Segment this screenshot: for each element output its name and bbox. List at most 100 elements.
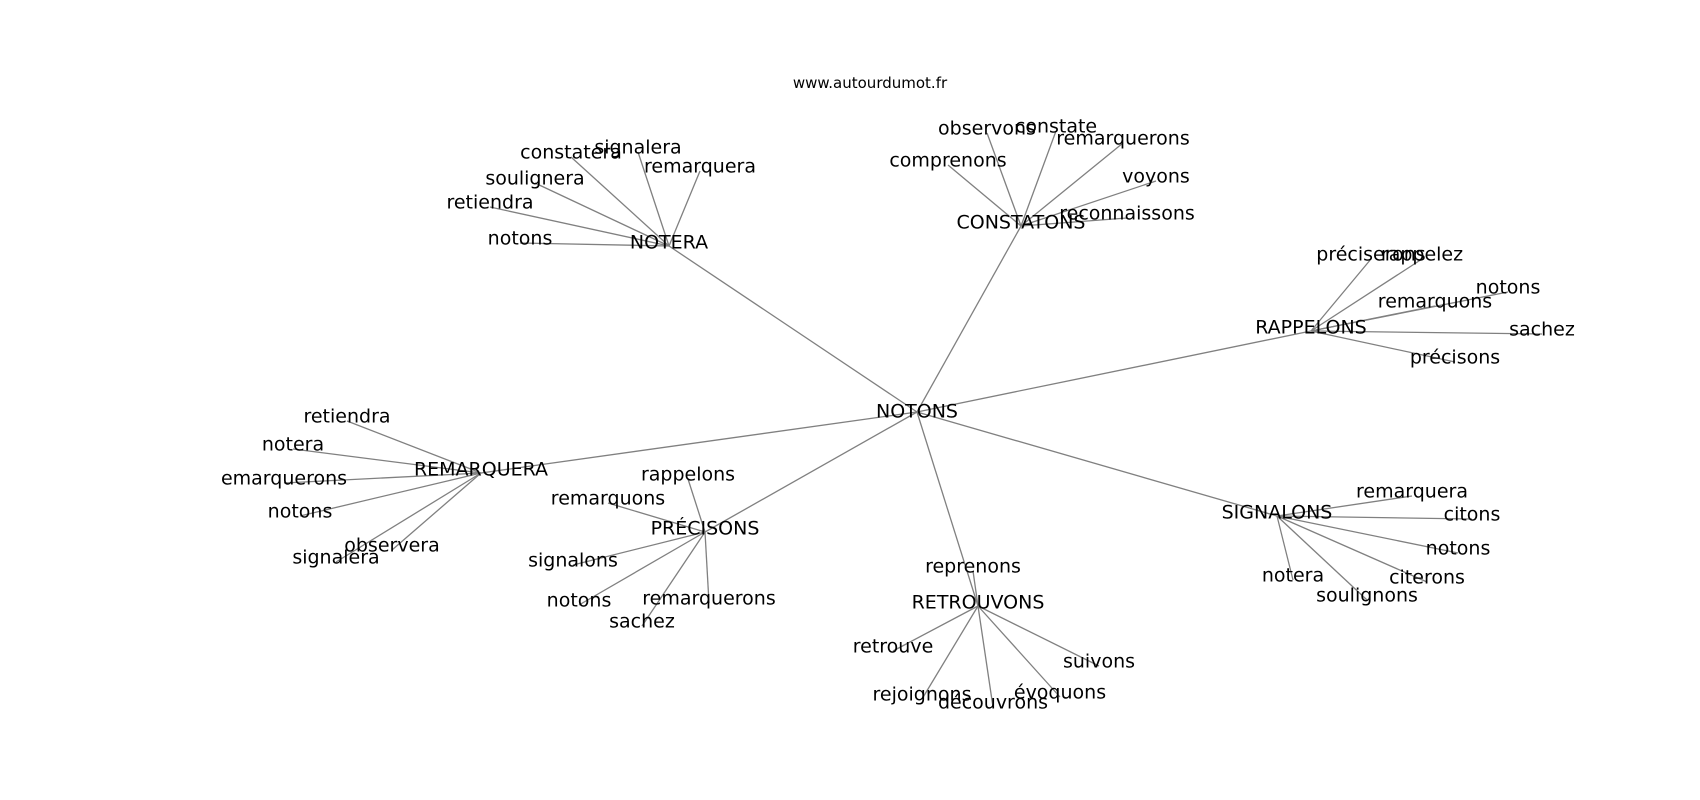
leaf-node-constate: constate [1015,116,1097,138]
leaf-node-remarquerons: remarquerons [642,588,775,610]
edge-signalons-remarquera [1276,495,1413,517]
hub-node-notera: NOTERA [630,232,708,254]
edge-center-rappelons [916,330,1312,413]
edge-rappelons-rappelez [1310,258,1423,332]
edge-constatons-voyons [1020,180,1157,227]
edge-constatons-constate [1020,130,1057,227]
edge-signalons-notons [1276,515,1459,554]
edge-remarquera-retiendra [346,420,482,474]
leaf-node-notons: notons [488,228,553,250]
edge-precisons-remarquerons [704,531,710,604]
leaf-node-rejoignons: rejoignons [873,684,972,706]
leaf-node-sachez: sachez [1509,319,1575,341]
edge-signalons-citerons [1276,515,1428,583]
leaf-node-soulignons: soulignons [1316,585,1418,607]
leaf-node-retiendra: retiendra [303,406,390,428]
leaf-node-rappelons: rappelons [641,464,735,486]
leaf-node-remarquerons: remarquerons [1056,128,1189,150]
edges-layer [283,130,1543,708]
hub-node-signalons: SIGNALONS [1222,502,1333,524]
edge-signalons-notera [1276,515,1294,581]
edge-notera-constatera [570,156,670,247]
leaf-node-remarquera: remarquera [1356,481,1468,503]
leaf-node-reprenons: reprenons [925,556,1021,578]
edge-remarquera-notons [299,472,482,517]
edge-notera-soulignera [534,182,670,247]
leaf-node-notera: notera [1262,565,1324,587]
edge-rappelons-remarquons [1310,305,1436,332]
edge-retrouvons-retrouve [892,605,979,652]
source-text: www.autourdumot.fr [793,74,948,92]
edge-notera-remarquera [668,170,701,247]
leaf-node-observera: observera [344,535,439,557]
leaf-node-signalera: signalera [292,547,379,569]
edge-remarquera-emarquerons [283,472,482,484]
hub-node-retrouvons: RETROUVONS [912,592,1045,614]
leaf-node-remarquons: remarquons [1378,291,1492,313]
edge-rappelons-sachez [1310,330,1543,335]
leaf-node-citons: citons [1444,504,1501,526]
leaf-node-reconnaissons: reconnaissons [1059,203,1195,225]
center-node-label: NOTONS [876,401,958,423]
edge-precisons-remarquons [607,502,706,533]
leaf-node-signalons: signalons [528,550,618,572]
edge-remarquera-notera [292,448,482,474]
edge-retrouvons-evoquons [977,605,1061,698]
edge-constatons-observons [986,132,1022,227]
leaf-node-decouvrons: découvrons [938,692,1048,714]
edge-center-signalons [916,411,1278,517]
edge-center-retrouvons [916,411,979,607]
edge-retrouvons-rejoignons [921,605,979,700]
edge-precisons-sachez [641,531,706,627]
leaf-node-precisons: précisons [1410,347,1500,369]
leaf-node-emarquerons: emarquerons [221,468,347,490]
edge-retrouvons-decouvrons [977,605,994,708]
leaf-node-citerons: citerons [1389,567,1465,589]
edge-constatons-reconnaissons [1020,217,1128,227]
leaf-node-soulignera: soulignera [485,168,584,190]
edge-rappelons-preciserons [1310,258,1372,332]
leaf-node-notons: notons [1476,277,1541,299]
leaf-node-notons: notons [547,590,612,612]
leaf-node-signalera: signalera [594,137,681,159]
hub-node-precisons: PRÉCISONS [651,517,760,540]
edge-rappelons-precisons [1310,330,1456,363]
edge-center-constatons [916,225,1022,413]
leaf-node-comprenons: comprenons [889,150,1006,172]
edge-remarquera-signalera [335,472,482,563]
edge-remarquera-observera [391,472,482,551]
edge-notera-signalera [637,151,670,247]
edge-retrouvons-suivons [977,605,1100,667]
edge-notera-notons [519,242,670,247]
edge-notera-retiendra [489,206,670,247]
edge-signalons-soulignons [1276,515,1368,601]
leaf-node-evoquons: évoquons [1014,682,1106,704]
leaf-node-preciserons: préciserons [1316,244,1425,266]
leaf-node-rappelez: rappelez [1381,244,1463,266]
edge-precisons-rappelons [687,478,706,533]
edge-constatons-remarquerons [1020,142,1124,227]
edge-retrouvons-reprenons [972,570,979,607]
edge-precisons-signalons [572,531,706,566]
edge-signalons-citons [1276,515,1473,520]
leaf-node-notons: notons [268,501,333,523]
hub-node-constatons: CONSTATONS [957,212,1086,234]
leaf-node-voyons: voyons [1122,166,1190,188]
leaf-node-retrouve: retrouve [853,636,934,658]
leaf-node-remarquera: remarquera [644,156,756,178]
leaf-node-retiendra: retiendra [446,192,533,214]
leaf-node-observons: observons [938,118,1036,140]
edge-center-remarquera [480,411,918,474]
leaf-node-sachez: sachez [609,611,675,633]
leaf-node-constatera: constatera [520,142,622,164]
edge-precisons-notons [578,531,706,606]
hub-node-rappelons: RAPPELONS [1255,317,1367,339]
leaf-node-remarquons: remarquons [551,488,665,510]
leaf-node-suivons: suivons [1063,651,1135,673]
leaf-node-notons: notons [1426,538,1491,560]
leaf-node-notera: notera [262,434,324,456]
hub-node-remarquera: REMARQUERA [414,459,548,481]
edge-center-notera [668,245,918,413]
edge-constatons-comprenons [947,164,1022,227]
